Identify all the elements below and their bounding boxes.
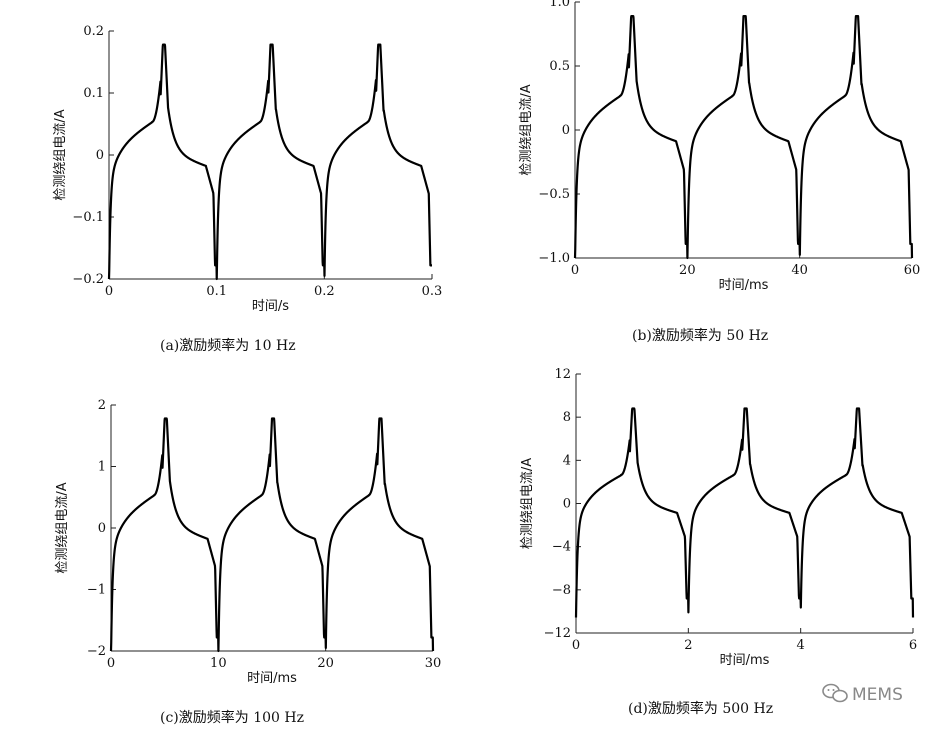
panel-caption: (b)激励频率为 50 Hz (632, 327, 768, 344)
y-tick-label: −0.5 (538, 187, 570, 202)
panel-caption: (a)激励频率为 10 Hz (160, 337, 296, 354)
x-tick-label: 20 (317, 656, 334, 671)
x-axis-label: 时间/ms (720, 653, 770, 668)
y-tick-label: −0.2 (72, 272, 104, 287)
y-tick-label: 0 (98, 521, 106, 536)
x-tick-label: 10 (210, 656, 227, 671)
x-tick-label: 0 (107, 656, 115, 671)
y-tick-label: −1.0 (538, 251, 570, 266)
y-tick-label: −12 (544, 626, 571, 641)
x-tick-label: 30 (425, 656, 442, 671)
y-tick-label: 0 (563, 497, 571, 512)
x-tick-label: 0 (572, 638, 580, 653)
x-axis-label: 时间/s (252, 299, 289, 314)
x-axis-label: 时间/ms (719, 278, 769, 293)
y-tick-label: 1.0 (549, 0, 570, 10)
x-tick-label: 4 (797, 638, 805, 653)
y-tick-label: 0.2 (83, 24, 104, 39)
y-tick-label: 0.1 (83, 86, 104, 101)
y-tick-label: 0 (562, 123, 570, 138)
x-tick-label: 20 (679, 263, 696, 278)
y-axis-label: 检测绕组电流/A (520, 458, 535, 549)
y-tick-label: 0 (96, 148, 104, 163)
wechat-icon (822, 683, 848, 703)
watermark-text: MEMS (852, 685, 903, 705)
y-tick-label: −2 (87, 644, 106, 659)
x-tick-label: 40 (791, 263, 808, 278)
y-axis-label: 检测绕组电流/A (53, 109, 68, 200)
x-tick-label: 0.2 (314, 284, 335, 299)
y-tick-label: 12 (554, 367, 571, 382)
x-tick-label: 0.1 (206, 284, 227, 299)
panel-d: −12 −8 −4 0 4 8 12 0 2 4 6 时间/ms 检测绕组电流/… (520, 367, 917, 717)
watermark: MEMS (822, 683, 903, 705)
series-line-current (574, 407, 915, 618)
x-tick-label: 0 (105, 284, 113, 299)
y-tick-label: 0.5 (549, 59, 570, 74)
x-tick-label: 2 (684, 638, 692, 653)
series-line-current (573, 14, 914, 260)
y-tick-label: −1 (87, 583, 106, 598)
panel-caption: (d)激励频率为 500 Hz (628, 700, 773, 717)
panel-caption: (c)激励频率为 100 Hz (160, 709, 304, 726)
y-axis-label: 检测绕组电流/A (519, 84, 534, 175)
y-tick-label: −4 (552, 540, 571, 555)
y-tick-label: 1 (98, 460, 106, 475)
y-tick-label: 4 (563, 453, 571, 468)
x-tick-label: 6 (909, 638, 917, 653)
x-tick-label: 0 (571, 263, 579, 278)
y-tick-label: 8 (563, 410, 571, 425)
y-tick-label: −8 (552, 583, 571, 598)
panel-c: −2 −1 0 1 2 0 10 20 30 时间/ms 检测绕组电流/A (c… (55, 398, 441, 726)
x-tick-label: 0.3 (422, 284, 443, 299)
y-tick-label: −0.1 (72, 210, 104, 225)
x-axis-label: 时间/ms (247, 671, 297, 686)
y-tick-label: 2 (98, 398, 106, 413)
series-line-current (109, 417, 435, 653)
panel-b: −1.0 −0.5 0 0.5 1.0 0 20 40 60 时间/ms 检测绕… (519, 0, 920, 344)
series-line-current (107, 43, 433, 281)
y-axis-label: 检测绕组电流/A (55, 482, 70, 573)
panel-a: −0.2 −0.1 0 0.1 0.2 0 0.1 0.2 0.3 时间/s 检… (53, 24, 442, 354)
x-tick-label: 60 (904, 263, 921, 278)
